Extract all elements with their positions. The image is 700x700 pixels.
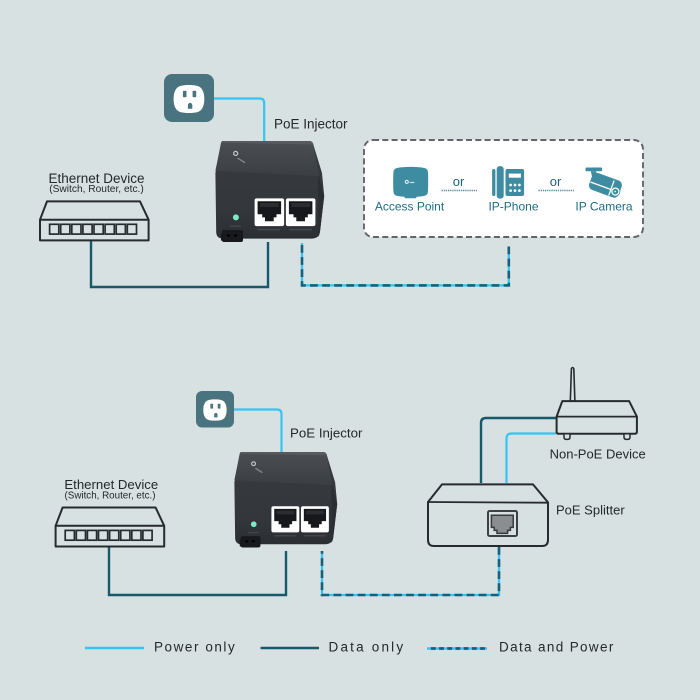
svg-text:PoE Splitter: PoE Splitter: [556, 503, 625, 518]
svg-text:Data and Power: Data and Power: [499, 640, 615, 655]
svg-text:Non-PoE Device: Non-PoE Device: [550, 447, 646, 462]
svg-text:Ethernet Device: Ethernet Device: [64, 477, 158, 492]
svg-text:Ethernet Device: Ethernet Device: [48, 171, 144, 186]
svg-text:Access Point: Access Point: [375, 200, 445, 214]
svg-text:PoE Injector: PoE Injector: [290, 426, 363, 441]
svg-text:or: or: [550, 174, 562, 189]
svg-text:or: or: [453, 174, 465, 189]
svg-text:IP Camera: IP Camera: [575, 200, 632, 214]
svg-text:Power only: Power only: [154, 640, 236, 655]
svg-text:PoE Injector: PoE Injector: [274, 117, 348, 132]
svg-text:(Switch, Router, etc.): (Switch, Router, etc.): [49, 184, 144, 195]
svg-text:IP-Phone: IP-Phone: [488, 200, 538, 214]
svg-text:Data only: Data only: [329, 640, 406, 655]
svg-text:(Switch, Router, etc.): (Switch, Router, etc.): [65, 490, 156, 501]
